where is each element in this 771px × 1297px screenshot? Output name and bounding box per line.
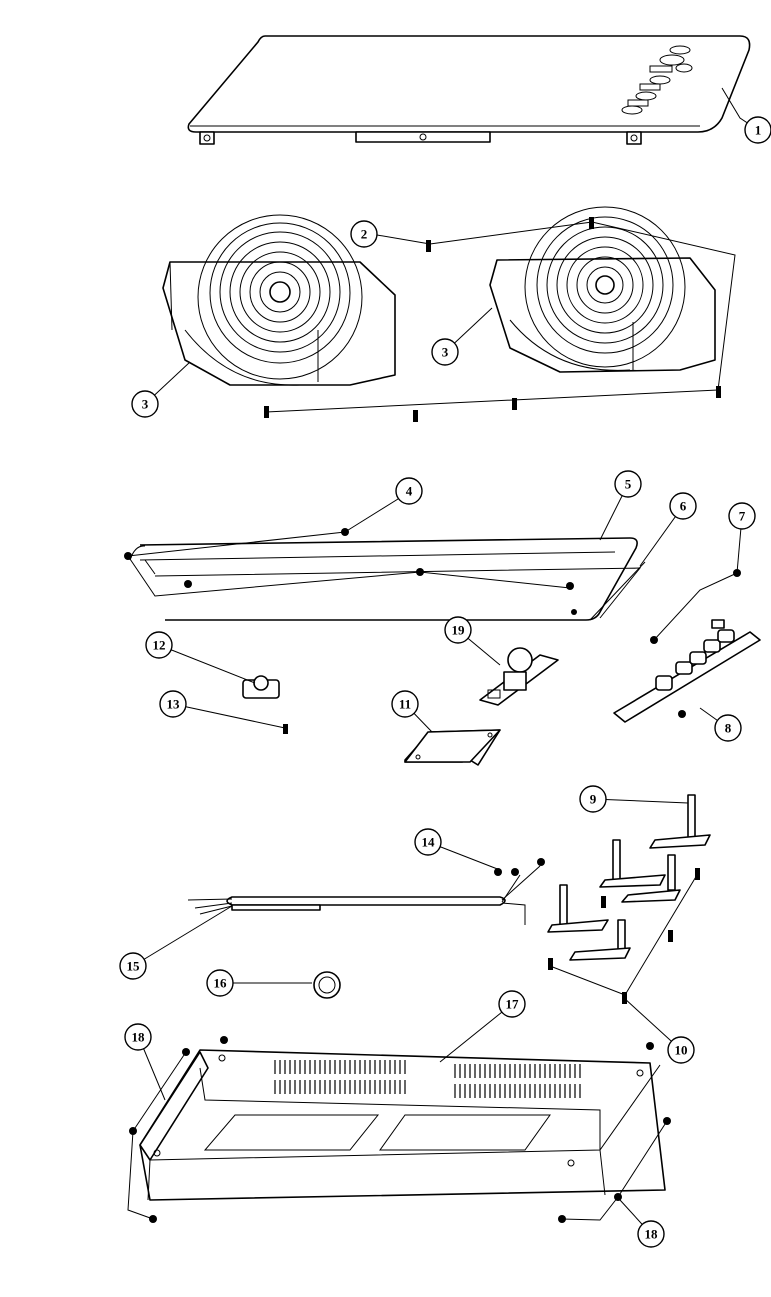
svg-text:3: 3 [442,345,449,360]
bottom-case [139,1049,666,1201]
svg-text:1: 1 [755,123,762,138]
svg-text:9: 9 [590,792,597,807]
svg-text:13: 13 [167,697,181,712]
svg-text:7: 7 [739,509,746,524]
svg-text:6: 6 [680,499,687,514]
power-board [479,647,559,706]
svg-text:11: 11 [399,697,411,712]
vent-slots-right [454,1064,581,1098]
callout-12: 12 [145,631,173,659]
callout-19: 19 [444,616,472,644]
induction-coil-left [162,214,396,386]
callout-18-right: 18 [637,1220,665,1248]
callout-15: 15 [119,952,147,980]
svg-text:17: 17 [506,997,520,1012]
callout-1: 1 [744,116,771,144]
callout-3-left: 3 [131,390,159,418]
callout-7: 7 [728,502,756,530]
control-board [613,619,761,723]
callout-6: 6 [669,492,697,520]
svg-text:16: 16 [214,976,228,991]
callout-14: 14 [414,828,442,856]
control-panel-marks [621,45,693,115]
svg-text:15: 15 [127,959,141,974]
svg-text:8: 8 [725,721,732,736]
callout-16: 16 [206,969,234,997]
callout-11: 11 [391,690,419,718]
callout-18-left: 18 [124,1023,152,1051]
callout-5: 5 [614,470,642,498]
standoff-posts [547,794,711,961]
svg-text:12: 12 [153,638,166,653]
power-cord [187,865,541,925]
callout-4: 4 [395,477,423,505]
svg-text:2: 2 [361,227,368,242]
callout-13: 13 [159,690,187,718]
callout-9: 9 [579,785,607,813]
svg-text:18: 18 [132,1030,146,1045]
callout-8: 8 [714,714,742,742]
vent-slots-left [274,1060,406,1094]
cable-clamp [242,675,280,699]
callout-10: 10 [667,1036,695,1064]
grommet [313,971,341,999]
glass-top-plate [187,35,751,145]
svg-text:14: 14 [422,835,436,850]
svg-text:3: 3 [142,397,149,412]
induction-coil-right [489,206,716,373]
svg-text:4: 4 [406,484,413,499]
callout-2: 2 [350,220,378,248]
svg-text:18: 18 [645,1227,659,1242]
svg-text:19: 19 [452,623,466,638]
callout-17: 17 [498,990,526,1018]
insulation-sheet [404,729,501,766]
support-brackets [129,537,646,621]
svg-text:5: 5 [625,477,632,492]
svg-text:10: 10 [675,1043,688,1058]
callout-3-right: 3 [431,338,459,366]
